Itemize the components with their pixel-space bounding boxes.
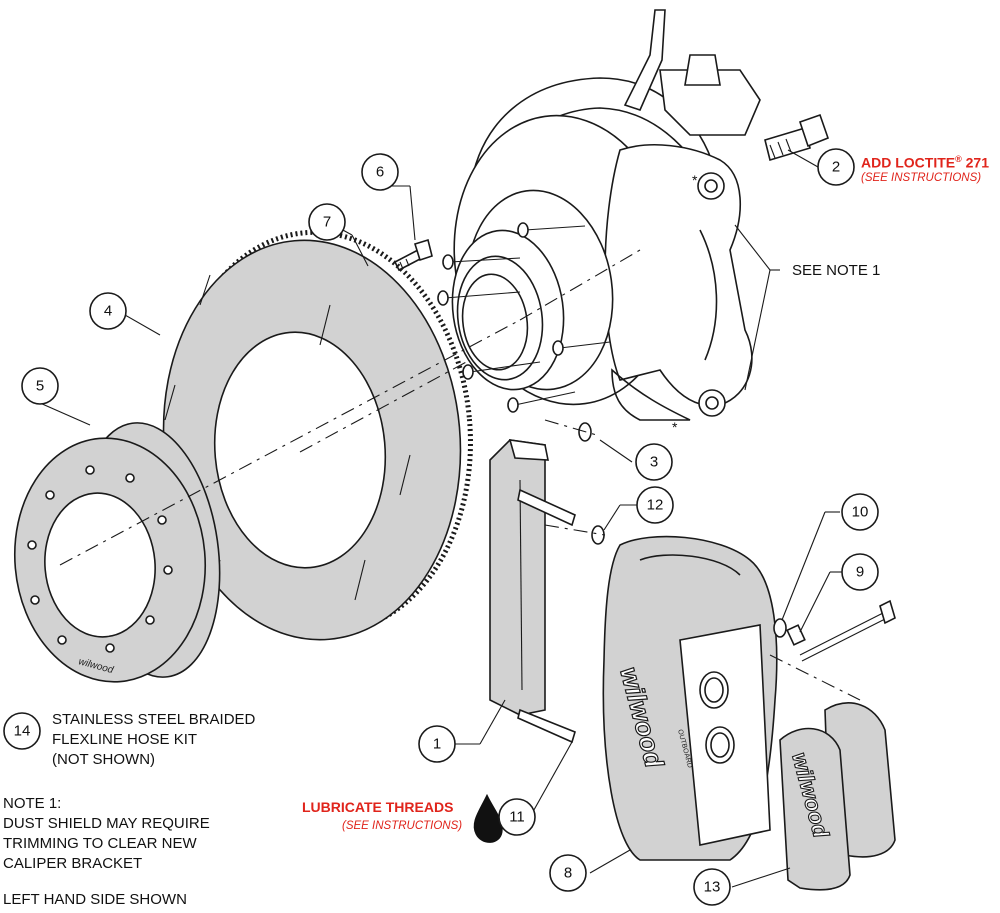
- lubricate-label: LUBRICATE THREADS: [302, 799, 454, 815]
- svg-text:3: 3: [650, 454, 658, 471]
- svg-text:9: 9: [856, 564, 864, 581]
- svg-text:1: 1: [433, 736, 441, 753]
- callout-3: 3: [635, 443, 673, 481]
- callout-7: 7: [308, 203, 346, 241]
- callout-2: 2: [817, 148, 855, 186]
- svg-text:6: 6: [376, 164, 384, 181]
- callout-6: 6: [361, 153, 399, 191]
- see-note-label: SEE NOTE 1: [792, 262, 881, 279]
- callout-14: 14: [3, 712, 41, 750]
- bleeder-screw: [393, 238, 433, 272]
- note-1-heading: NOTE 1:: [3, 795, 62, 812]
- centerlines: [59, 249, 861, 701]
- oil-drop-icon: [473, 793, 503, 843]
- lubricate-instructions: (SEE INSTRUCTIONS): [342, 820, 463, 832]
- svg-text:2: 2: [832, 159, 840, 176]
- rotor-hat: wilwood: [13, 422, 221, 683]
- svg-text:4: 4: [104, 303, 112, 320]
- loctite-label: ADD LOCTITE® 271: [861, 150, 989, 173]
- note-1-line-1: DUST SHIELD MAY REQUIRE: [3, 815, 210, 832]
- svg-text:10: 10: [852, 504, 869, 521]
- part-14-line-2: FLEXLINE HOSE KIT: [52, 731, 198, 748]
- callout-5: 5: [21, 367, 59, 405]
- note-1-line-2: TRIMMING TO CLEAR NEW: [3, 835, 197, 852]
- callout-8: 8: [549, 854, 587, 892]
- loctite-number: 271: [965, 154, 989, 171]
- side-note: LEFT HAND SIDE SHOWN: [3, 891, 187, 908]
- asterisk-top: *: [692, 172, 698, 188]
- callout-13: 13: [693, 868, 731, 906]
- note-1-line-3: CALIPER BRACKET: [3, 855, 143, 872]
- asterisk-bottom: *: [672, 419, 678, 435]
- part-14-line-1: STAINLESS STEEL BRAIDED: [52, 711, 256, 728]
- svg-text:13: 13: [704, 879, 721, 896]
- callout-10: 10: [841, 493, 879, 531]
- callout-9: 9: [841, 553, 879, 591]
- callout-1: 1: [418, 725, 456, 763]
- loctite-instructions: (SEE INSTRUCTIONS): [861, 172, 982, 184]
- loctite-registered: ®: [955, 154, 962, 164]
- loctite-main: ADD LOCTITE: [861, 154, 956, 171]
- brake-rotor: [162, 229, 473, 641]
- spindle-knuckle-assembly: [437, 9, 761, 421]
- caliper-bracket: [489, 439, 576, 744]
- svg-text:8: 8: [564, 865, 572, 882]
- brake-caliper: wilwood OUTBOARD: [602, 535, 778, 861]
- svg-text:11: 11: [509, 809, 525, 826]
- callout-11: 11: [498, 798, 536, 836]
- caliper-pin: [786, 599, 896, 662]
- brake-pads: wilwood: [779, 702, 896, 891]
- washer-10: [773, 618, 787, 638]
- svg-text:5: 5: [36, 378, 44, 395]
- svg-text:14: 14: [14, 723, 31, 740]
- svg-text:12: 12: [647, 497, 664, 514]
- callout-12: 12: [636, 486, 674, 524]
- part-14-line-3: (NOT SHOWN): [52, 751, 156, 768]
- svg-text:7: 7: [323, 214, 331, 231]
- caliper-bolt: [764, 113, 830, 162]
- leader-lines: [39, 149, 845, 888]
- callout-4: 4: [89, 292, 127, 330]
